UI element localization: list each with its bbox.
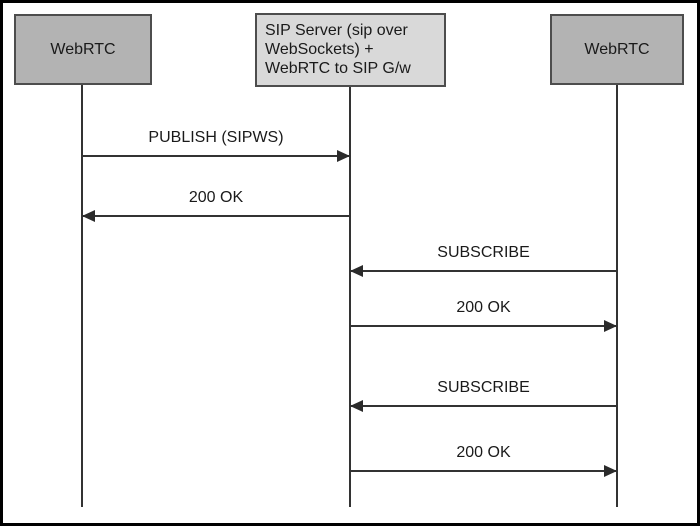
actor-box-webrtc-left: WebRTC (14, 14, 152, 85)
message-200ok-to-right-2: 200 OK (350, 443, 617, 477)
message-line (82, 155, 350, 157)
message-label: SUBSCRIBE (437, 244, 530, 261)
message-line (350, 325, 617, 327)
message-publish-sipws: PUBLISH (SIPWS) (82, 128, 350, 162)
message-line (82, 215, 350, 217)
arrowhead-right-icon (337, 150, 350, 162)
message-subscribe-2: SUBSCRIBE (350, 378, 617, 412)
actor-box-webrtc-right: WebRTC (550, 14, 684, 85)
actor-label-sip-server-line2: WebSockets) + (265, 41, 374, 58)
arrowhead-left-icon (350, 400, 363, 412)
message-label: SUBSCRIBE (437, 379, 530, 396)
actor-label-sip-server-line1: SIP Server (sip over (265, 22, 408, 39)
message-line (350, 270, 617, 272)
message-label: PUBLISH (SIPWS) (148, 129, 284, 146)
message-label: 200 OK (188, 189, 244, 206)
lifeline-webrtc-right (616, 85, 618, 507)
actor-box-sip-server: SIP Server (sip over WebSockets) + WebRT… (255, 13, 446, 87)
actor-label-webrtc-right: WebRTC (584, 40, 650, 58)
message-label: 200 OK (456, 299, 511, 316)
arrowhead-left-icon (350, 265, 363, 277)
message-200ok-to-right-1: 200 OK (350, 298, 617, 332)
message-label: 200 OK (456, 444, 511, 461)
actor-label-webrtc-left: WebRTC (50, 40, 116, 58)
arrowhead-right-icon (604, 320, 617, 332)
lifeline-webrtc-left (81, 85, 83, 507)
message-line (350, 405, 617, 407)
message-line (350, 470, 617, 472)
message-subscribe-1: SUBSCRIBE (350, 243, 617, 277)
actor-label-sip-server-line3: WebRTC to SIP G/w (265, 60, 411, 77)
lifeline-sip-server (349, 87, 351, 507)
message-200ok-to-left: 200 OK (82, 188, 350, 222)
arrowhead-left-icon (82, 210, 95, 222)
arrowhead-right-icon (604, 465, 617, 477)
